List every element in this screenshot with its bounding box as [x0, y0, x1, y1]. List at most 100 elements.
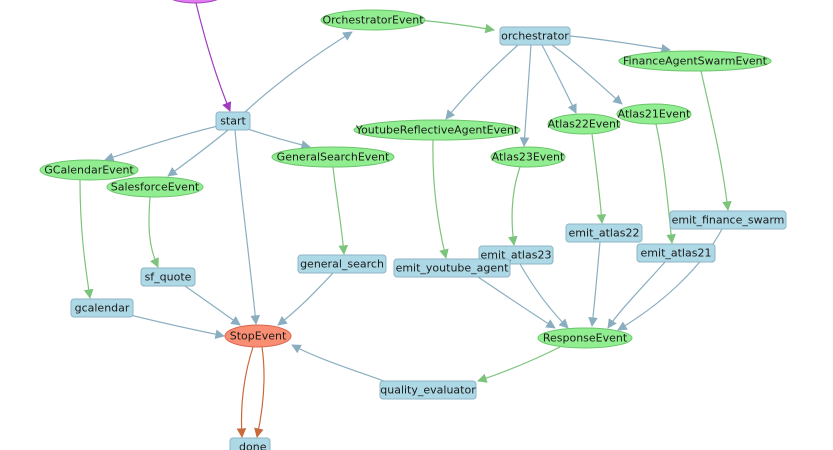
- node-label: orchestrator: [501, 30, 569, 43]
- node-shape: [669, 210, 787, 230]
- node-shape: [379, 380, 477, 400]
- node-shape: [636, 243, 716, 263]
- node-start[interactable]: start: [215, 111, 251, 131]
- node-atlas22-event[interactable]: Atlas22Event: [547, 113, 621, 135]
- node-shape: [547, 113, 621, 135]
- edge-atlas21-event-to-emit-atlas21: [655, 123, 676, 244]
- node-label: sf_quote: [145, 271, 192, 284]
- node-shape: [106, 176, 204, 198]
- node-shape: [565, 223, 643, 243]
- edge-general-search-to-stop-event: [277, 272, 334, 326]
- edge-gcalendar-event-to-gcalendar: [79, 179, 94, 299]
- node-general-search[interactable]: general_search: [297, 254, 387, 274]
- node-label: StopEvent: [230, 330, 287, 343]
- node-shape: [393, 258, 511, 278]
- edge-emit-atlas22-to-response-event: [588, 241, 601, 327]
- node-label: YoutubeReflectiveAgentEvent: [355, 124, 519, 137]
- node-start-event[interactable]: [164, 0, 226, 4]
- edge-youtube-event-to-emit-youtube-agent: [432, 139, 449, 259]
- node-emit-atlas22[interactable]: emit_atlas22: [565, 223, 643, 243]
- edge-finance-swarm-event-to-emit-finance-swarm: [700, 70, 732, 211]
- edge-general-search-event-to-general-search: [332, 166, 349, 255]
- edge-orchestrator-to-atlas23-event: [519, 44, 532, 147]
- node-label: emit_atlas23: [481, 249, 552, 262]
- node-shape: [353, 119, 521, 141]
- edge-response-event-to-quality-evaluator: [477, 346, 561, 383]
- edge-orchestrator-to-youtube-event: [445, 44, 519, 120]
- node-label: GCalendarEvent: [44, 164, 134, 177]
- node-shape: [297, 254, 387, 274]
- edge-emit-atlas21-to-response-event: [607, 261, 666, 329]
- node-label: emit_atlas22: [569, 227, 640, 240]
- node-gcalendar[interactable]: gcalendar: [70, 298, 134, 318]
- node-label: SalesforceEvent: [111, 181, 200, 194]
- node-shape: [224, 324, 292, 348]
- edge-emit-atlas23-to-response-event: [519, 263, 569, 329]
- node-gcalendar-event[interactable]: GCalendarEvent: [39, 159, 139, 181]
- edge-gcalendar-to-stop-event: [117, 311, 225, 339]
- node-label: Atlas23Event: [492, 151, 565, 164]
- edge-orchestrator-event-to-orchestrator: [417, 19, 495, 34]
- node-finance-swarm-event[interactable]: FinanceAgentSwarmEvent: [618, 50, 772, 72]
- node-label: general_search: [300, 258, 384, 271]
- node-shape: [172, 0, 218, 4]
- node-shape: [271, 146, 395, 168]
- node-shape: [537, 327, 633, 349]
- edge-orchestrator-to-atlas22-event: [541, 44, 577, 114]
- node-general-search-event[interactable]: GeneralSearchEvent: [271, 146, 395, 168]
- node-label: Atlas22Event: [548, 118, 621, 131]
- node-label: ResponseEvent: [543, 332, 628, 345]
- node-emit-finance-swarm[interactable]: emit_finance_swarm: [669, 210, 787, 230]
- node-orchestrator-event[interactable]: OrchestratorEvent: [320, 9, 426, 31]
- node-label: emit_finance_swarm: [672, 214, 785, 227]
- node-shape: [215, 111, 251, 131]
- node-label: gcalendar: [75, 302, 130, 315]
- node-shape: [140, 267, 196, 287]
- node-emit-atlas21[interactable]: emit_atlas21: [636, 243, 716, 263]
- node-label: Atlas21Event: [618, 108, 691, 121]
- edge-start-to-general-search-event: [244, 127, 311, 150]
- edge-orchestrator-to-finance-swarm-event: [569, 35, 671, 54]
- node-shape: [229, 437, 271, 450]
- node-label: _done: [233, 441, 267, 450]
- node-label: emit_youtube_agent: [396, 262, 510, 275]
- edge-atlas23-event-to-emit-atlas23: [508, 166, 521, 246]
- node-stop-event[interactable]: StopEvent: [224, 324, 292, 348]
- edge-stop-event-to-done: [236, 346, 254, 438]
- node-response-event[interactable]: ResponseEvent: [537, 327, 633, 349]
- node-emit-youtube-agent[interactable]: emit_youtube_agent: [393, 258, 511, 278]
- node-shape: [499, 26, 571, 46]
- edge-start-to-gcalendar-event: [104, 124, 223, 162]
- node-salesforce-event[interactable]: SalesforceEvent: [106, 176, 204, 198]
- edges-layer: [79, 2, 732, 438]
- node-shape: [618, 50, 772, 72]
- node-label: OrchestratorEvent: [322, 14, 424, 27]
- edge-start-to-stop-event: [234, 129, 260, 325]
- node-quality-evaluator[interactable]: quality_evaluator: [379, 380, 477, 400]
- node-shape: [39, 159, 139, 181]
- edge-start-to-salesforce-event: [167, 129, 229, 177]
- nodes-layer: start OrchestratorEvent orchestratorFinanc…: [39, 0, 787, 450]
- edge-sf-quote-to-stop-event: [184, 285, 241, 326]
- node-label: FinanceAgentSwarmEvent: [623, 55, 768, 68]
- node-sf-quote[interactable]: sf_quote: [140, 267, 196, 287]
- node-atlas21-event[interactable]: Atlas21Event: [616, 103, 692, 125]
- node-shape: [616, 103, 692, 125]
- node-done[interactable]: _done: [229, 437, 271, 450]
- edge-orchestrator-to-atlas21-event: [551, 44, 623, 105]
- edge-start-event-to-start: [195, 2, 232, 112]
- node-label: GeneralSearchEvent: [277, 151, 390, 164]
- edge-quality-evaluator-to-stop-event: [291, 344, 393, 385]
- node-orchestrator[interactable]: orchestrator: [499, 26, 571, 46]
- node-youtube-event[interactable]: YoutubeReflectiveAgentEvent: [353, 119, 521, 141]
- node-label: emit_atlas21: [641, 247, 712, 260]
- node-label: quality_evaluator: [380, 384, 476, 397]
- node-shape: [490, 146, 566, 168]
- node-atlas23-event[interactable]: Atlas23Event: [490, 146, 566, 168]
- edge-emit-finance-swarm-to-response-event: [617, 228, 723, 331]
- node-shape: [70, 298, 134, 318]
- node-label: start: [220, 115, 246, 128]
- edge-salesforce-event-to-sf-quote: [148, 196, 159, 268]
- edge-atlas22-event-to-emit-atlas22: [591, 133, 607, 224]
